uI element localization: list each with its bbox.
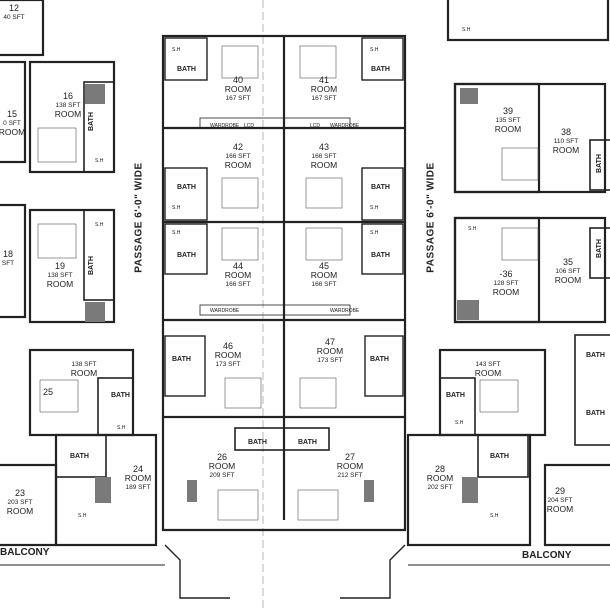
- passage-label-left: PASSAGE 6'-0" WIDE: [133, 162, 145, 273]
- bath-label: BATH: [87, 256, 95, 275]
- sh-label: S.H: [455, 420, 464, 426]
- bath-label: BATH: [177, 184, 196, 191]
- sh-label: S.H: [117, 425, 126, 431]
- bath-label: BATH: [172, 356, 191, 363]
- bath-label: BATH: [70, 453, 89, 460]
- bath-label: BATH: [371, 66, 390, 73]
- wardrobe-label: WARDROBE: [210, 123, 240, 129]
- sh-label: S.H: [172, 47, 181, 53]
- bath-label: BATH: [87, 112, 95, 131]
- wardrobe-label: WARDROBE: [210, 308, 240, 314]
- balcony-label-right: BALCONY: [522, 550, 572, 561]
- bath-label: BATH: [248, 439, 267, 446]
- bath-label: BATH: [111, 392, 130, 399]
- sh-label: S.H: [95, 158, 104, 164]
- sh-label: S.H: [468, 226, 477, 232]
- sh-label: S.H: [370, 205, 379, 211]
- sh-label: S.H: [370, 230, 379, 236]
- balcony-label-left: BALCONY: [0, 547, 50, 558]
- bath-label: BATH: [586, 410, 605, 417]
- sh-label: S.H: [370, 47, 379, 53]
- bath-label: BATH: [446, 392, 465, 399]
- bath-label: BATH: [595, 239, 603, 258]
- lcd-label: LCD: [244, 123, 255, 129]
- sh-label: S.H: [78, 513, 87, 519]
- passage-label-right: PASSAGE 6'-0" WIDE: [425, 162, 437, 273]
- bath-label: BATH: [490, 453, 509, 460]
- sh-label: S.H: [490, 513, 499, 519]
- bath-label: BATH: [595, 154, 603, 173]
- wardrobe-label: WARDROBE: [330, 308, 360, 314]
- bath-label: BATH: [586, 352, 605, 359]
- bath-label: BATH: [177, 66, 196, 73]
- bath-label: BATH: [298, 439, 317, 446]
- sh-label: S.H: [172, 205, 181, 211]
- lcd-label: LCD: [310, 123, 321, 129]
- sh-label: S.H: [172, 230, 181, 236]
- wardrobe-label: WARDROBE: [330, 123, 360, 129]
- bath-label: BATH: [371, 184, 390, 191]
- sh-label: S.H: [95, 222, 104, 228]
- sh-label: S.H: [462, 27, 471, 33]
- bath-label: BATH: [177, 252, 196, 259]
- bath-label: BATH: [371, 252, 390, 259]
- room-25-label: 25: [42, 387, 54, 397]
- bath-label: BATH: [370, 356, 389, 363]
